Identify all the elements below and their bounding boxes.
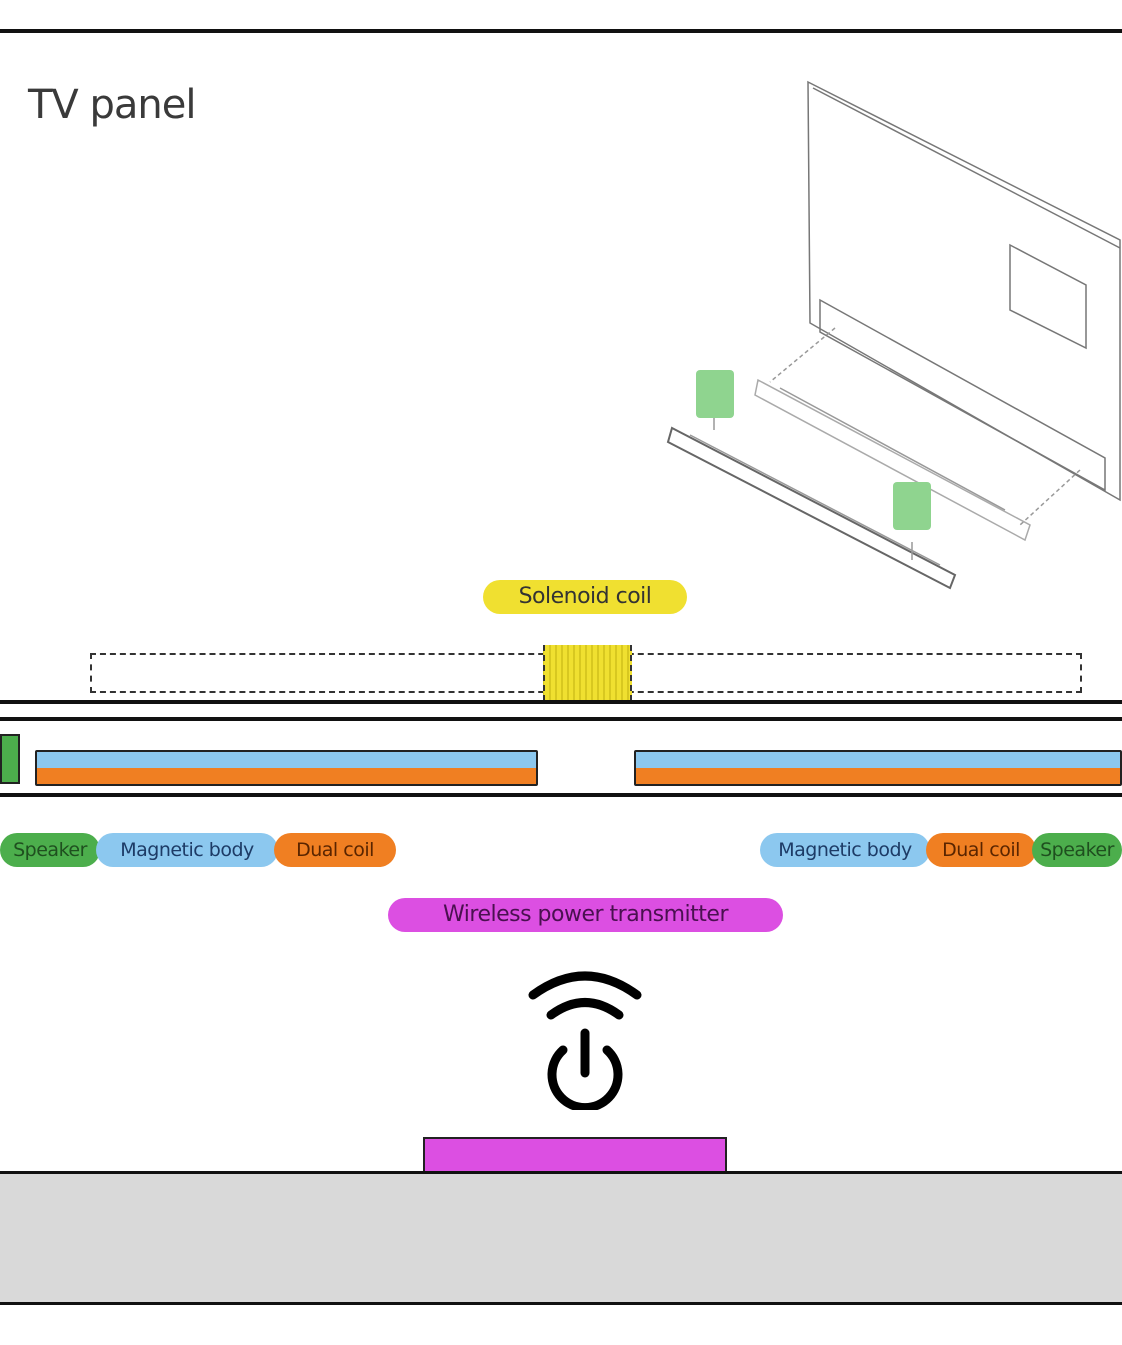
tv-exploded-illustration — [666, 80, 1121, 590]
magnetic-body-label-right: Magnetic body — [760, 833, 930, 867]
speaker-housing-top — [0, 717, 1122, 721]
speaker-label-right: Speaker — [1032, 833, 1122, 867]
dual-coil-bar-right — [634, 750, 1122, 786]
speaker-housing-bottom — [0, 793, 1122, 797]
speaker-label-left: Speaker — [0, 833, 100, 867]
tv-bottom-slot — [819, 298, 1106, 492]
solenoid-coil-label: Solenoid coil — [483, 580, 687, 614]
tv-panel-outline — [807, 80, 1121, 502]
wireless-power-icon — [528, 971, 642, 1110]
speaker-module-right — [893, 482, 931, 530]
wireless-power-transmitter-label: Wireless power transmitter — [388, 898, 783, 932]
speaker-left — [0, 734, 20, 784]
wireless-power-transmitter — [423, 1137, 727, 1174]
speaker-module-left — [696, 370, 734, 418]
floor-surface — [0, 1171, 1122, 1305]
solenoid-coil-block — [543, 645, 632, 701]
magnetic-body-label-left: Magnetic body — [96, 833, 278, 867]
wifi-arc-outer — [528, 971, 642, 1000]
dual-coil-label-left: Dual coil — [274, 833, 396, 867]
wifi-arc-inner — [546, 998, 624, 1020]
power-symbol-arc — [547, 1045, 623, 1110]
diagram-title: TV panel — [28, 82, 196, 128]
dual-coil-label-right: Dual coil — [926, 833, 1036, 867]
panel-bottom-line — [0, 700, 1122, 704]
dual-coil-bar-left — [35, 750, 538, 786]
top-border — [0, 29, 1122, 33]
rail-lower — [666, 426, 957, 590]
tv-back-plate — [1009, 243, 1087, 350]
rail-upper — [754, 378, 1031, 542]
